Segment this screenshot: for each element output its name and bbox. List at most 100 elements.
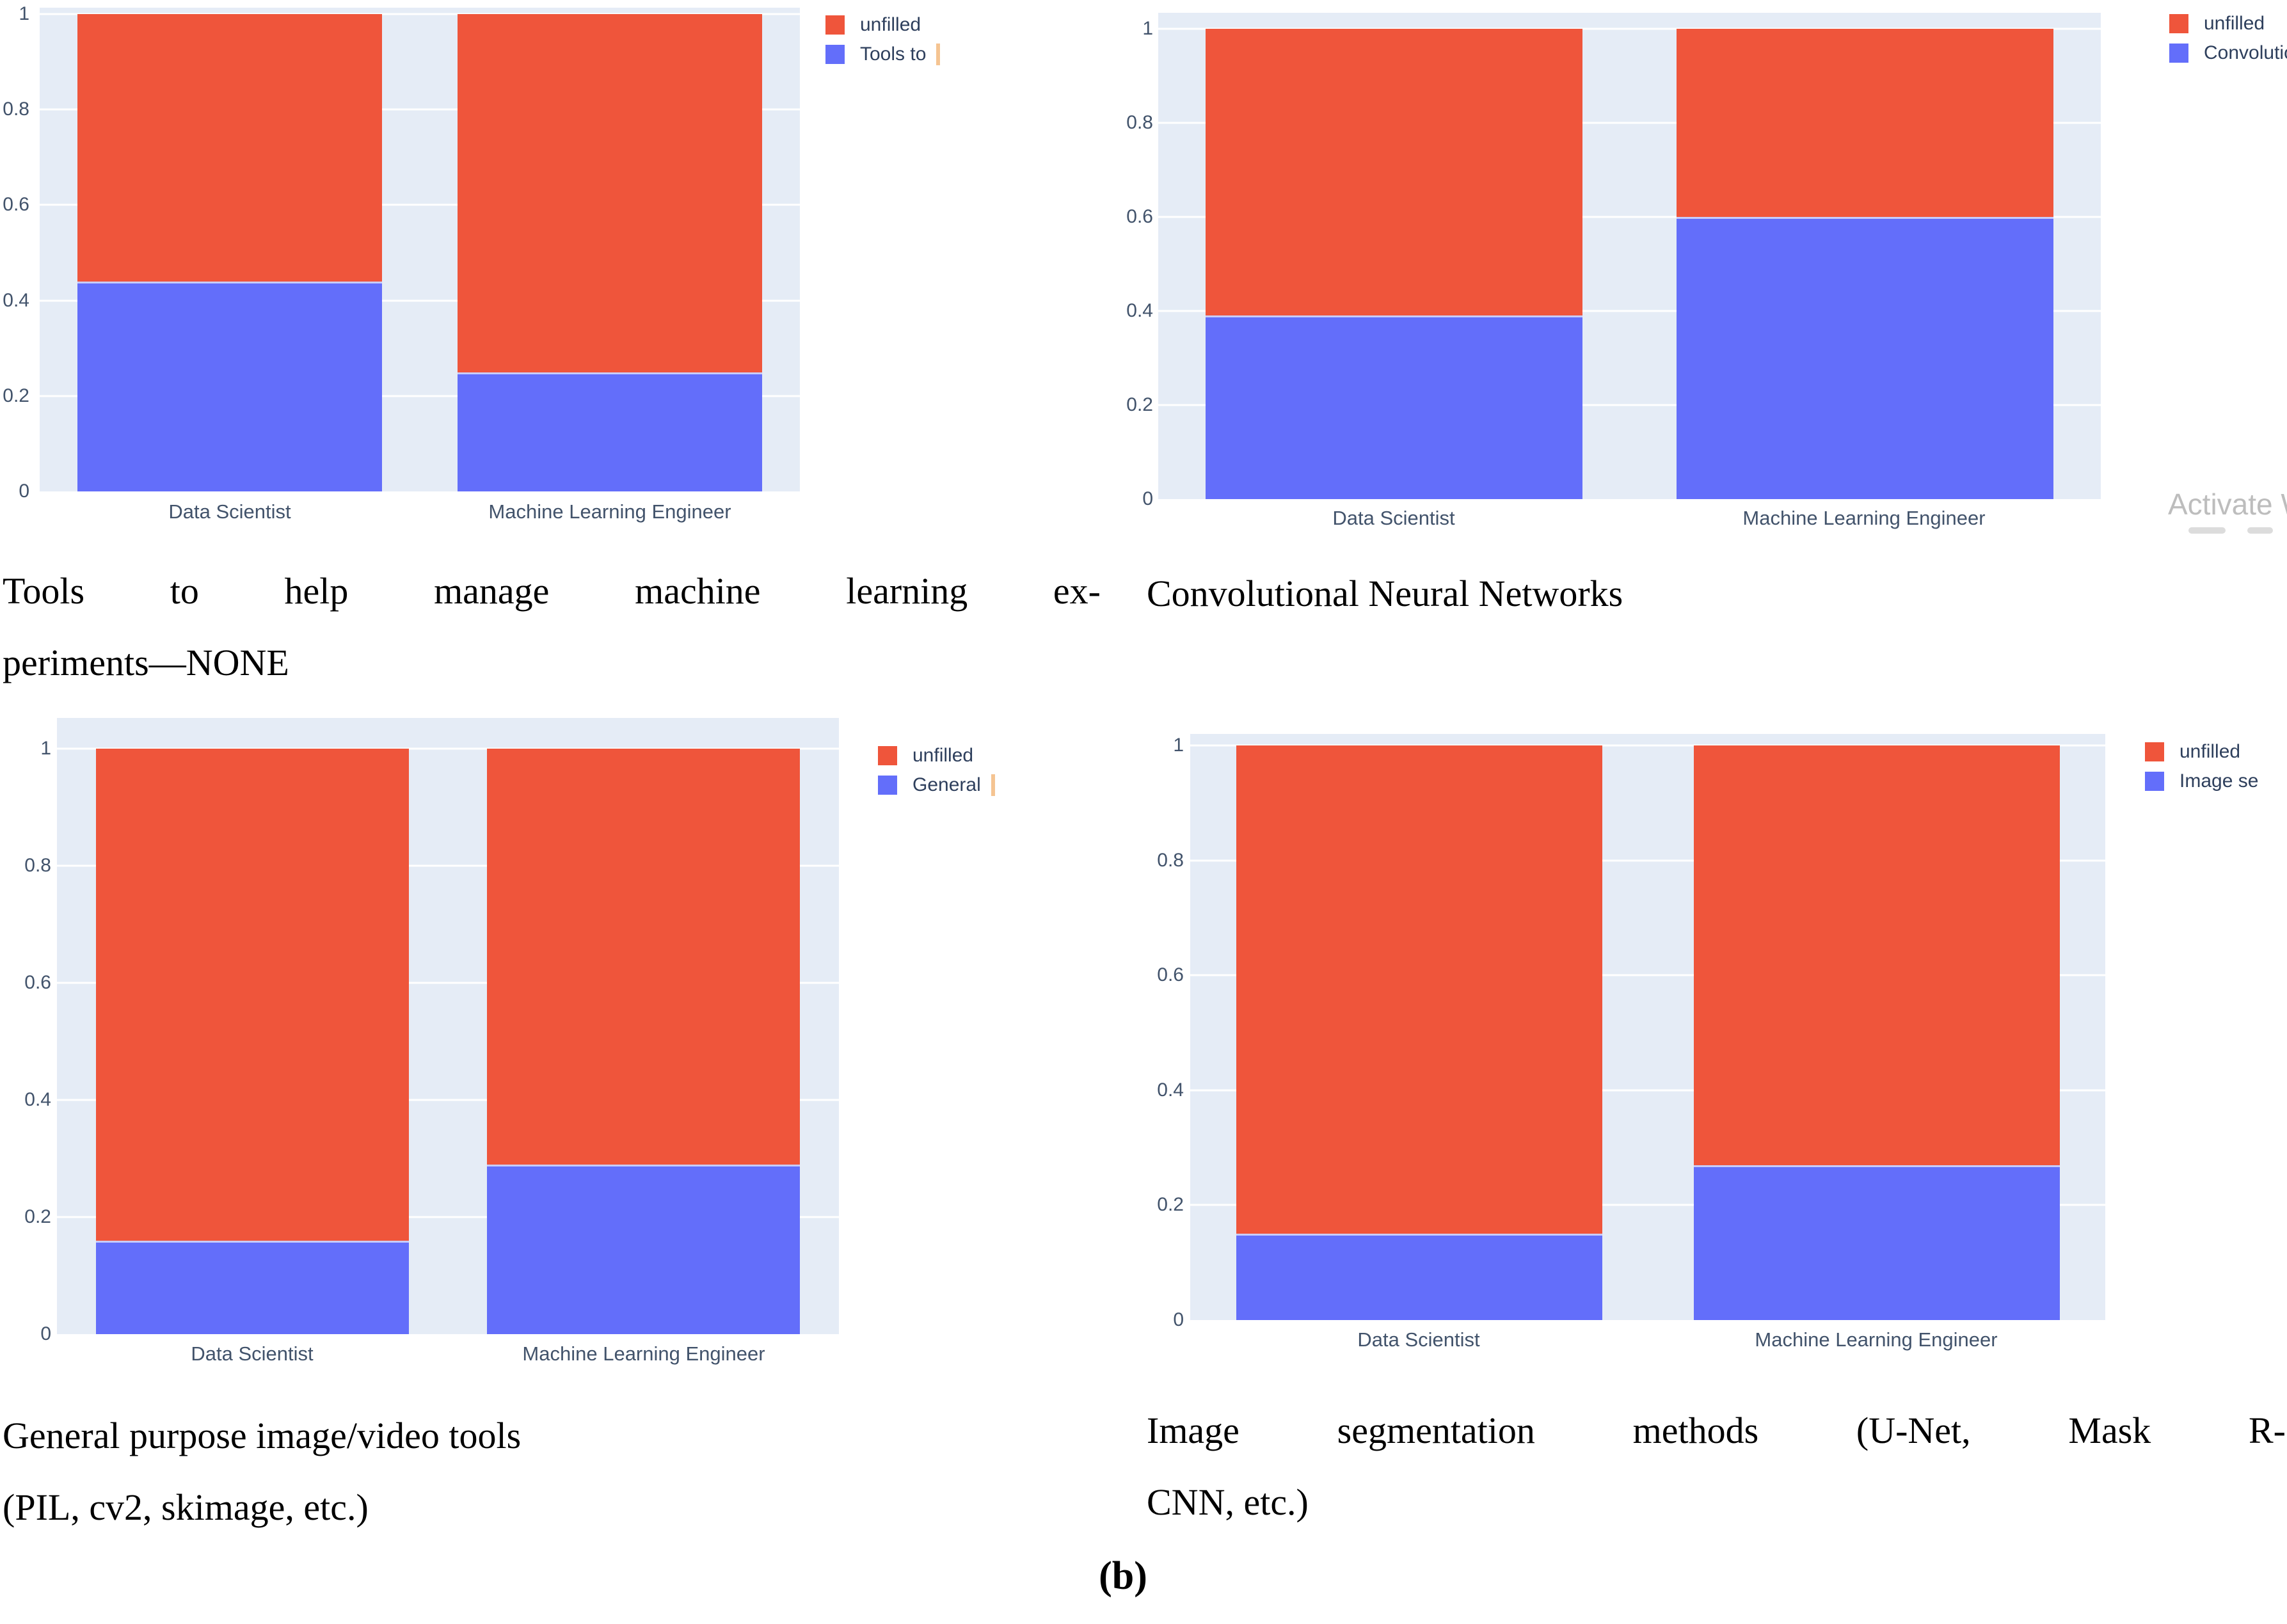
gridline-1.0 bbox=[40, 13, 800, 15]
gridline-0.6 bbox=[1158, 216, 2101, 218]
caption-tools-experiments: Tools to help manage machine learning ex… bbox=[3, 555, 1101, 699]
gridline-1.0 bbox=[1190, 744, 2105, 747]
legend-text-cut-artifact bbox=[991, 774, 995, 796]
y-tick: 0.4 bbox=[3, 289, 29, 311]
y-tick: 1 bbox=[1142, 18, 1153, 39]
legend-swatch-red bbox=[878, 746, 897, 765]
legend-swatch-blue bbox=[878, 776, 897, 795]
legend-item-unfilled[interactable]: unfilled bbox=[2169, 9, 2287, 38]
gridline-0.8 bbox=[57, 864, 839, 867]
y-tick: 0.2 bbox=[3, 385, 29, 406]
y-tick: 0.2 bbox=[24, 1206, 51, 1227]
legend-swatch-blue bbox=[825, 45, 845, 64]
legend-label-truncated: Convolutional bbox=[2204, 42, 2287, 63]
gridline-0.6 bbox=[1190, 974, 2105, 976]
x-label-data-scientist: Data Scientist bbox=[191, 1342, 314, 1365]
bar-segment-unfilled[interactable] bbox=[77, 14, 382, 282]
gridline-0.4 bbox=[57, 1099, 839, 1101]
chart-cnn: 1 0.8 0.6 0.4 0.2 0 Data Scientist Machi… bbox=[1126, 0, 2287, 563]
bar-segment-unfilled[interactable] bbox=[487, 749, 800, 1165]
gridline-0.4 bbox=[1158, 310, 2101, 312]
bar-segment-unfilled[interactable] bbox=[96, 749, 409, 1241]
bar-data-scientist[interactable] bbox=[77, 14, 382, 491]
legend-swatch-red bbox=[825, 15, 845, 35]
bar-segment-filled[interactable] bbox=[1205, 315, 1582, 499]
bar-data-scientist[interactable] bbox=[1205, 29, 1582, 499]
legend: unfilled Convolutional bbox=[2169, 9, 2287, 68]
legend-text-cut-artifact bbox=[936, 44, 941, 65]
bar-segment-unfilled[interactable] bbox=[1677, 29, 2054, 217]
bar-segment-unfilled[interactable] bbox=[1693, 745, 2060, 1165]
bar-segment-unfilled[interactable] bbox=[1205, 29, 1582, 316]
y-tick: 1 bbox=[40, 738, 51, 759]
legend-swatch-red bbox=[2145, 742, 2164, 761]
legend-label: unfilled bbox=[912, 745, 974, 766]
y-tick: 0.6 bbox=[24, 972, 51, 993]
x-label-ml-engineer: Machine Learning Engineer bbox=[1755, 1328, 1998, 1351]
gridline-0.6 bbox=[40, 203, 800, 206]
bar-segment-filled[interactable] bbox=[1677, 217, 2054, 499]
y-tick: 0.8 bbox=[1126, 112, 1153, 133]
legend: unfilled Tools to bbox=[825, 10, 1011, 69]
caption-line: (PIL, cv2, skimage, etc.) bbox=[3, 1486, 369, 1528]
legend-item-filled[interactable]: Convolutional bbox=[2169, 38, 2287, 68]
legend-swatch-red bbox=[2169, 14, 2188, 33]
legend-item-filled[interactable]: Image se bbox=[2145, 767, 2287, 796]
y-tick: 0.8 bbox=[1157, 849, 1184, 871]
legend: unfilled General bbox=[878, 741, 1011, 800]
bar-segment-filled[interactable] bbox=[487, 1164, 800, 1334]
legend-item-unfilled[interactable]: unfilled bbox=[878, 741, 1011, 770]
y-tick: 0.8 bbox=[24, 855, 51, 876]
legend-label: unfilled bbox=[860, 14, 921, 35]
bar-segment-filled[interactable] bbox=[96, 1240, 409, 1334]
y-tick: 0.4 bbox=[1126, 300, 1153, 321]
legend-swatch-blue bbox=[2145, 772, 2164, 791]
legend-label-truncated: General bbox=[912, 774, 981, 795]
y-tick: 1 bbox=[19, 3, 29, 24]
x-label-ml-engineer: Machine Learning Engineer bbox=[522, 1342, 765, 1365]
gridline-0.6 bbox=[57, 982, 839, 984]
legend-item-filled[interactable]: General bbox=[878, 770, 1011, 800]
y-tick: 0 bbox=[1173, 1309, 1184, 1330]
y-tick: 0 bbox=[40, 1323, 51, 1344]
legend: unfilled Image se bbox=[2145, 737, 2287, 796]
legend-label-truncated: Tools to bbox=[860, 44, 927, 65]
gridline-0.8 bbox=[40, 108, 800, 111]
caption-line: Image segmentation methods (U-Net, Mask … bbox=[1147, 1410, 2286, 1451]
gridline-0.2 bbox=[1158, 404, 2101, 406]
bar-segment-filled[interactable] bbox=[77, 281, 382, 491]
y-tick: 0.2 bbox=[1126, 394, 1153, 415]
legend-swatch-blue bbox=[2169, 44, 2188, 63]
caption-line: Tools to help manage machine learning ex… bbox=[3, 570, 1101, 612]
legend-item-unfilled[interactable]: unfilled bbox=[2145, 737, 2287, 767]
chart-tools-experiments: 1 0.8 0.6 0.4 0.2 0 Data Scientist Machi… bbox=[0, 0, 1011, 550]
gridline-0.2 bbox=[40, 395, 800, 397]
caption-cnn: Convolutional Neural Networks bbox=[1147, 558, 2286, 630]
bar-data-scientist[interactable] bbox=[96, 749, 409, 1334]
y-tick: 1 bbox=[1173, 735, 1184, 756]
activate-windows-watermark: Activate W bbox=[2168, 488, 2287, 521]
caption-line: periments—NONE bbox=[3, 642, 289, 683]
gridline-0.4 bbox=[40, 299, 800, 302]
legend-item-filled[interactable]: Tools to bbox=[825, 40, 1011, 69]
bar-segment-unfilled[interactable] bbox=[1236, 745, 1602, 1234]
bar-ml-engineer[interactable] bbox=[487, 749, 800, 1334]
legend-label: unfilled bbox=[2204, 13, 2265, 34]
bar-segment-unfilled[interactable] bbox=[458, 14, 762, 372]
legend-item-unfilled[interactable]: unfilled bbox=[825, 10, 1011, 40]
legend-label: unfilled bbox=[2179, 741, 2241, 762]
gridline-0.2 bbox=[1190, 1204, 2105, 1206]
bar-segment-filled[interactable] bbox=[458, 372, 762, 491]
bar-ml-engineer[interactable] bbox=[458, 14, 762, 491]
chart-image-video-tools: 1 0.8 0.6 0.4 0.2 0 Data Scientist Machi… bbox=[0, 704, 1011, 1365]
bar-ml-engineer[interactable] bbox=[1677, 29, 2054, 499]
gridline-0.8 bbox=[1158, 122, 2101, 124]
bar-ml-engineer[interactable] bbox=[1693, 745, 2060, 1320]
x-label-data-scientist: Data Scientist bbox=[1332, 507, 1455, 529]
bar-segment-filled[interactable] bbox=[1236, 1234, 1602, 1320]
gridline-0.8 bbox=[1190, 859, 2105, 862]
bar-segment-filled[interactable] bbox=[1693, 1165, 2060, 1320]
bar-data-scientist[interactable] bbox=[1236, 745, 1602, 1320]
y-tick: 0.4 bbox=[1157, 1079, 1184, 1101]
